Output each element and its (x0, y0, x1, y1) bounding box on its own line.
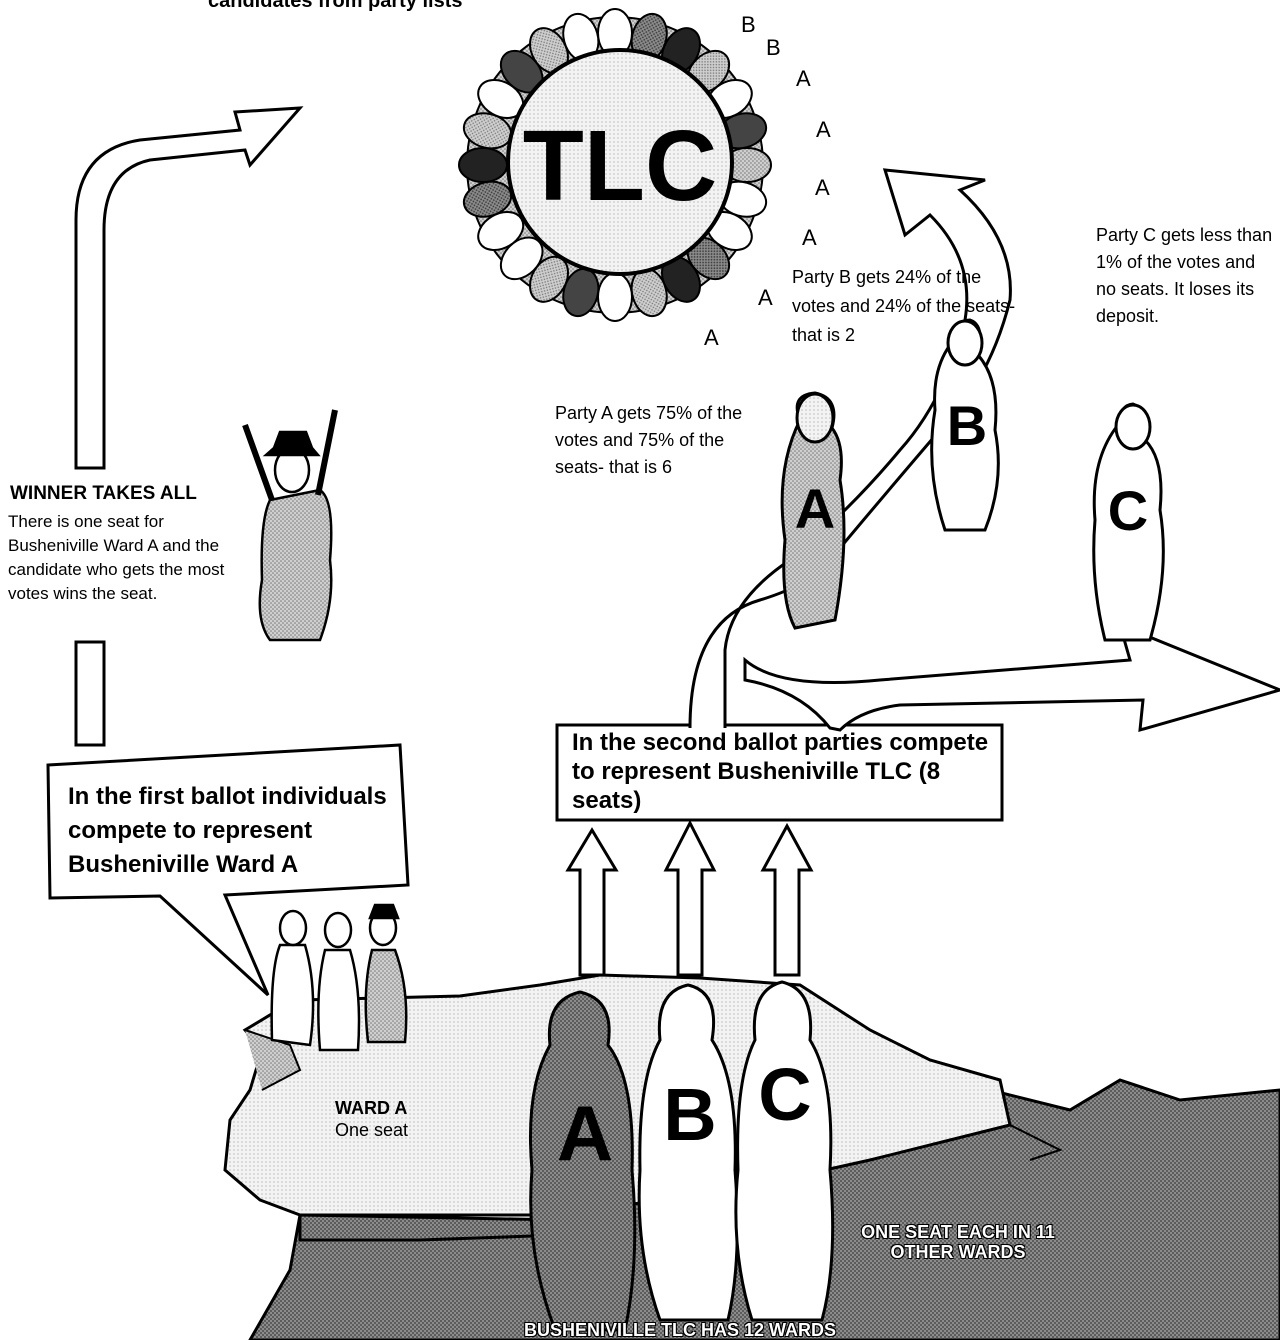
councillor-figure (597, 272, 633, 322)
figure-party-c (1092, 402, 1165, 642)
second-ballot-box (555, 723, 1004, 822)
party-b-letter: B (947, 394, 987, 457)
ward-border (244, 1029, 302, 1091)
seat-letter: B (766, 35, 781, 60)
councillor-figure (458, 147, 508, 183)
winner-text: There is one seat for Busheniville Ward … (8, 512, 225, 603)
figure-big-c (734, 980, 835, 1322)
second-ballot-text: In the second ballot parties compete to … (572, 729, 989, 814)
winner-heading: WINNER TAKES ALL (10, 483, 197, 504)
party-c-letter: C (1108, 479, 1148, 542)
big-b-letter: B (663, 1073, 716, 1156)
ward-candidates (270, 903, 408, 1052)
council-table (506, 48, 734, 276)
seat-letter: A (758, 285, 773, 310)
first-ballot-text: In the first ballot individuals compete … (68, 783, 387, 878)
councillors (458, 8, 772, 322)
party-a-text: Party A gets 75% of the votes and 75% of… (555, 403, 743, 477)
figure-big-a (529, 990, 637, 1332)
top-caption: candidates from party lists (208, 0, 463, 12)
seat-letter: A (796, 66, 811, 91)
seat-letter: B (741, 12, 756, 37)
other-wards-label: ONE SEAT EACH IN 11 OTHER WARDS (861, 1222, 1055, 1262)
tlc-label: TLC (523, 110, 717, 222)
seat-letter: A (815, 175, 830, 200)
ward-a-subtitle: One seat (335, 1120, 409, 1140)
vote-arrows (565, 819, 814, 977)
party-a-letter: A (795, 477, 835, 540)
ward-a-title: WARD A (335, 1098, 408, 1118)
party-c-arrow (743, 622, 1280, 733)
figure-winner (242, 409, 338, 642)
winner-arrow-stem (74, 640, 106, 747)
cliff-right (1009, 1124, 1063, 1161)
footer-label: BUSHENIVILLE TLC HAS 12 WARDS (523, 1320, 837, 1340)
seat-letter: A (816, 117, 831, 142)
seat-letter: A (704, 325, 719, 350)
big-c-letter: C (758, 1053, 811, 1136)
party-b-text: Party B gets 24% of the votes and 24% of… (792, 267, 1016, 345)
big-a-letter: A (557, 1089, 613, 1177)
figure-party-a (780, 391, 846, 630)
figure-party-b (930, 318, 1000, 532)
party-c-text: Party C gets less than 1% of the votes a… (1096, 225, 1273, 326)
first-ballot-bubble (46, 743, 410, 997)
winner-arrow (74, 106, 304, 470)
seat-letter: A (802, 225, 817, 250)
